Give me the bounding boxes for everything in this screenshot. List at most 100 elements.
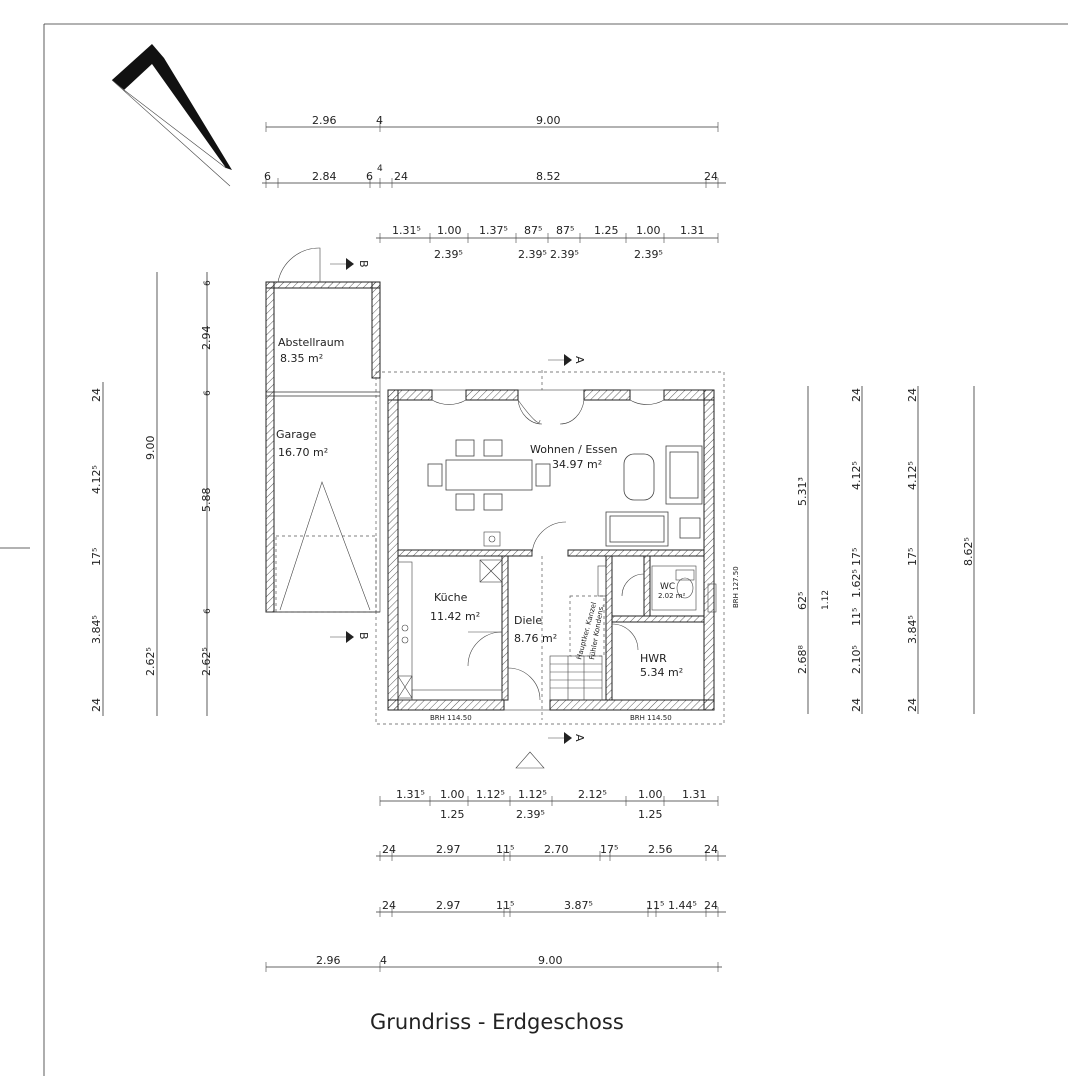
dim-text: 2.12⁵ (578, 788, 607, 801)
bottom-dimension-row-2: 24 2.97 11⁵ 2.70 17⁵ 2.56 24 (376, 843, 726, 861)
right-dimension-columns: 5.31³ 62⁵ 2.68⁸ 1.12 24 4.12⁵ 17⁵ 1.62⁵ … (796, 386, 975, 714)
dim-text: 1.12 (821, 590, 831, 610)
left-dimension-columns: 24 4.12⁵ 17⁵ 3.84⁵ 24 9.00 2.62⁵ 6 2.94 … (90, 272, 213, 716)
room-area-abstellraum: 8.35 m² (280, 352, 323, 365)
dim-text: 24 (90, 698, 103, 712)
dim-text: 3.84⁵ (906, 615, 919, 644)
brh-label-right: BRH 114.50 (630, 714, 672, 722)
dim-text: 1.12⁵ (518, 788, 547, 801)
dim-text: 6 (203, 608, 213, 614)
dim-text: 2.39⁵ (634, 248, 663, 261)
section-marker-b-bottom: B (330, 631, 370, 643)
dim-text: 1.25 (638, 808, 663, 821)
section-label: A (573, 356, 586, 364)
room-name-abstellraum: Abstellraum (278, 336, 344, 349)
dim-text: 9.00 (536, 114, 561, 127)
dim-text: 1.44⁵ (668, 899, 697, 912)
dim-text: 3.84⁵ (90, 615, 103, 644)
dim-text: 2.84 (312, 170, 337, 183)
top-dimension-row-1: 2.96 4 9.00 (265, 114, 719, 132)
dim-text: 8.52 (536, 170, 561, 183)
section-marker-a-bottom: A (548, 732, 586, 744)
room-name-wohnen: Wohnen / Essen (530, 443, 618, 456)
section-label: B (357, 260, 370, 268)
brh-label-left: BRH 114.50 (430, 714, 472, 722)
dim-text: 2.96 (312, 114, 337, 127)
dim-text: 24 (850, 388, 863, 402)
dim-text: 3.87⁵ (564, 899, 593, 912)
dim-text: 1.62⁵ (850, 569, 863, 598)
room-name-hwr: HWR (640, 652, 667, 665)
dim-text: 24 (850, 698, 863, 712)
dim-text: 4.12⁵ (90, 465, 103, 494)
room-area-kueche: 11.42 m² (430, 610, 480, 623)
dim-text: 17⁵ (850, 548, 863, 566)
dim-text: 24 (704, 170, 718, 183)
dim-text: 4 (377, 164, 383, 174)
room-name-garage: Garage (276, 428, 317, 441)
dim-text: 1.31⁵ (396, 788, 425, 801)
dim-text: 1.00 (440, 788, 465, 801)
dim-text: 2.10⁵ (850, 645, 863, 674)
bottom-dimension-row-3: 24 2.97 11⁵ 3.87⁵ 11⁵ 1.44⁵ 24 (376, 899, 726, 917)
dim-text: 24 (382, 843, 396, 856)
room-name-kueche: Küche (434, 591, 468, 604)
dim-text: 2.62⁵ (200, 647, 213, 676)
dim-text: 2.39⁵ (434, 248, 463, 261)
dim-text: 1.31 (680, 224, 705, 237)
dim-text: 6 (366, 170, 373, 183)
dim-text: 2.39⁵ (516, 808, 545, 821)
dim-text: 2.39⁵ (550, 248, 579, 261)
dim-text: 2.68⁸ (796, 645, 809, 674)
dim-text: 5.88 (200, 488, 213, 513)
dim-text: 24 (90, 388, 103, 402)
room-area-garage: 16.70 m² (278, 446, 328, 459)
dim-text: 1.31 (682, 788, 707, 801)
dim-text: 2.56 (648, 843, 673, 856)
dim-text: 1.12⁵ (476, 788, 505, 801)
dim-text: 11⁵ (496, 899, 514, 912)
dim-text: 24 (704, 843, 718, 856)
top-dimension-row-2: 6 2.84 6 4 24 8.52 24 (262, 164, 726, 188)
dim-text: 2.97 (436, 899, 461, 912)
dim-text: 11⁵ (646, 899, 664, 912)
dim-text: 1.00 (638, 788, 663, 801)
dim-text: 2.39⁵ (518, 248, 547, 261)
main-house: Hauptker. Kanzel Fühler Kondens. (375, 370, 725, 725)
dim-text: 24 (394, 170, 408, 183)
dim-text: 6 (203, 390, 213, 396)
dim-text: 2.62⁵ (144, 647, 157, 676)
bottom-dimension-row-4: 2.96 4 9.00 (265, 954, 722, 972)
dim-text: 24 (906, 698, 919, 712)
dim-text: 2.96 (316, 954, 341, 967)
entrance-triangle-icon (515, 751, 545, 769)
dim-text: 4.12⁵ (850, 461, 863, 490)
dim-text: 17⁵ (600, 843, 618, 856)
room-name-wc: WC (660, 582, 675, 592)
dim-text: 1.00 (636, 224, 661, 237)
dim-text: 1.25 (440, 808, 465, 821)
room-area-wohnen: 34.97 m² (552, 458, 602, 471)
dim-text: 1.25 (594, 224, 619, 237)
dim-text: 62⁵ (796, 592, 809, 610)
dim-text: 87⁵ (524, 224, 542, 237)
page-title: Grundriss - Erdgeschoss (370, 1010, 624, 1034)
section-marker-b-top: B (330, 258, 370, 270)
dim-text: 4 (380, 954, 387, 967)
dim-text: 4.12⁵ (906, 461, 919, 490)
bottom-dimension-row-1: 1.31⁵ 1.00 1.12⁵ 1.12⁵ 2.12⁵ 1.00 1.31 1… (379, 788, 719, 821)
section-label: B (357, 632, 370, 640)
dim-text: 8.62⁵ (962, 537, 975, 566)
brh-label-side: BRH 127.50 (732, 566, 740, 608)
dim-text: 2.94 (200, 326, 213, 351)
section-label: A (573, 734, 586, 742)
dim-text: 9.00 (538, 954, 563, 967)
top-dimension-row-3: 1.31⁵ 1.00 1.37⁵ 87⁵ 87⁵ 1.25 1.00 1.31 … (376, 224, 719, 261)
dim-text: 1.00 (437, 224, 462, 237)
room-area-wc: 2.02 m² (658, 592, 686, 600)
dim-text: 6 (264, 170, 271, 183)
dim-text: 17⁵ (906, 548, 919, 566)
dim-text: 87⁵ (556, 224, 574, 237)
room-name-diele: Diele (514, 614, 542, 627)
